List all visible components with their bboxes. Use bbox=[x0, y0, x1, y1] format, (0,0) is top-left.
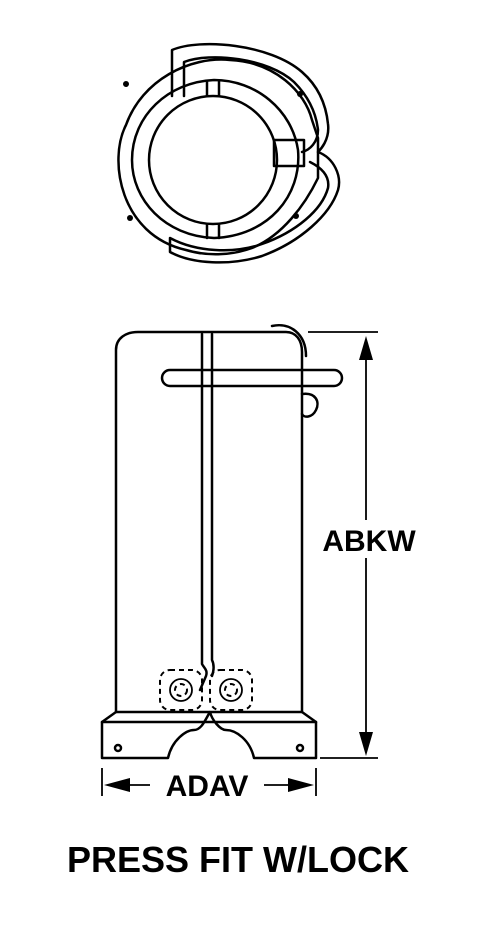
height-label-bg bbox=[316, 520, 422, 558]
width-arrow-left bbox=[104, 778, 130, 792]
side-view-screw-right bbox=[209, 669, 253, 711]
top-view-bottom-slot bbox=[205, 222, 221, 240]
side-view-cap bbox=[270, 323, 308, 358]
height-dimension-label: ABKW bbox=[322, 525, 416, 558]
side-view-latch bbox=[300, 392, 319, 418]
top-view-inner-bore bbox=[147, 94, 279, 226]
width-dimension-label: ADAV bbox=[166, 770, 249, 803]
height-arrow-up bbox=[359, 336, 373, 360]
side-view-clip-band bbox=[160, 368, 344, 388]
side-view bbox=[100, 323, 344, 760]
top-view-clip-band-inner bbox=[182, 56, 320, 154]
top-view-rivet bbox=[127, 215, 133, 221]
height-arrow-down bbox=[359, 732, 373, 756]
side-view-slit bbox=[198, 332, 215, 692]
side-view-base-flange bbox=[100, 710, 318, 760]
top-view-clip-band bbox=[168, 42, 341, 264]
part-caption: PRESS FIT W/LOCK bbox=[67, 839, 409, 880]
top-view-middle-ring bbox=[130, 78, 300, 240]
height-dimension: ABKW bbox=[308, 331, 422, 759]
width-dimension: ADAV bbox=[101, 768, 317, 803]
top-view-top-slot bbox=[205, 80, 221, 98]
top-view-rivet bbox=[123, 81, 129, 87]
top-view-lock-tab bbox=[272, 138, 306, 168]
top-view-rivet bbox=[297, 91, 303, 97]
top-view bbox=[117, 42, 341, 264]
width-arrow-right bbox=[288, 778, 314, 792]
side-view-flange-hole bbox=[295, 743, 305, 753]
side-view-body bbox=[114, 330, 304, 714]
side-view-screw-left bbox=[159, 669, 203, 711]
top-view-rivet bbox=[293, 213, 299, 219]
side-view-flange-hole bbox=[113, 743, 123, 753]
